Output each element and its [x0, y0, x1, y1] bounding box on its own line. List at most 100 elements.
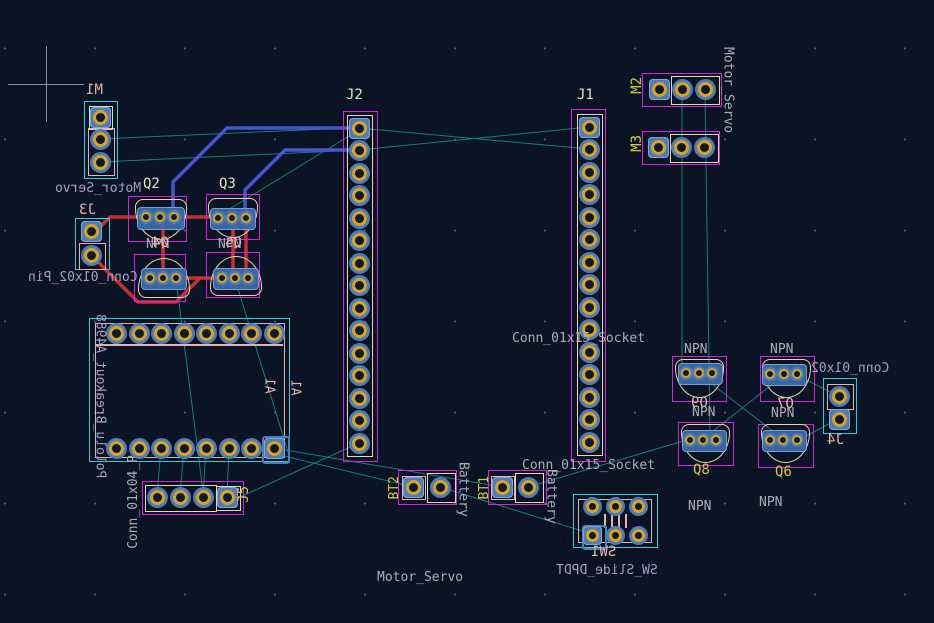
- pad-Q6-2[interactable]: [776, 433, 790, 447]
- track-back-copper-1[interactable]: [243, 148, 361, 219]
- text-npn-q7-top[interactable]: NPN: [770, 342, 794, 357]
- pad-J2-13[interactable]: [348, 387, 370, 409]
- pad-Q2-1[interactable]: [139, 210, 153, 224]
- pad-J3-2[interactable]: [80, 244, 102, 266]
- pad-J1-12[interactable]: [578, 363, 600, 385]
- text-npn-standalone-right[interactable]: NPN: [759, 495, 783, 510]
- pad-A1-10[interactable]: [128, 437, 150, 459]
- pad-J1-9[interactable]: [578, 296, 600, 318]
- pad-Q8-2[interactable]: [696, 433, 710, 447]
- pad-Q3-3[interactable]: [239, 211, 253, 225]
- text-npn-q9-top[interactable]: NPN: [684, 342, 708, 357]
- text-ref-q2[interactable]: Q2: [143, 176, 160, 192]
- pad-J3-1[interactable]: [80, 220, 102, 242]
- pad-M1-1[interactable]: [89, 106, 111, 128]
- text-val-bt1[interactable]: Battery: [543, 469, 559, 524]
- text-val-conn15-lower[interactable]: Conn_01x15_Socket: [522, 458, 656, 473]
- text-ref-j3[interactable]: J3: [79, 202, 96, 218]
- pad-J5-2[interactable]: [169, 486, 191, 508]
- pad-BT1-1[interactable]: [491, 476, 513, 498]
- pad-Q6-1[interactable]: [763, 433, 777, 447]
- text-val-a1-outer[interactable]: A1: [287, 380, 303, 396]
- text-ref-j2[interactable]: J2: [346, 87, 363, 103]
- text-val-j3[interactable]: Conn_01x02_Pin: [28, 270, 138, 285]
- pad-J4-1[interactable]: [828, 385, 850, 407]
- pad-A1-4[interactable]: [173, 322, 195, 344]
- pad-Q5-1[interactable]: [215, 271, 229, 285]
- pad-A1-7[interactable]: [240, 322, 262, 344]
- pad-J2-2[interactable]: [348, 139, 370, 161]
- pad-J1-5[interactable]: [578, 206, 600, 228]
- text-npn-standalone-left[interactable]: NPN: [688, 499, 712, 514]
- pad-SW1-5[interactable]: [605, 525, 625, 545]
- pad-Q4-1[interactable]: [143, 271, 157, 285]
- pad-A1-16[interactable]: [263, 437, 285, 459]
- pad-J2-5[interactable]: [348, 207, 370, 229]
- pad-J5-4[interactable]: [216, 486, 238, 508]
- pad-J5-1[interactable]: [146, 486, 168, 508]
- pad-J1-13[interactable]: [578, 386, 600, 408]
- text-val-j4[interactable]: Conn_01x02: [811, 361, 890, 376]
- pad-Q6-3[interactable]: [790, 433, 804, 447]
- pad-J2-10[interactable]: [348, 319, 370, 341]
- text-ref-sw1[interactable]: SW1: [591, 544, 617, 560]
- pad-Q9-2[interactable]: [692, 366, 706, 380]
- text-ref-j5[interactable]: J5: [236, 486, 252, 503]
- pad-Q9-3[interactable]: [705, 366, 719, 380]
- pad-J5-3[interactable]: [192, 486, 214, 508]
- pad-J1-4[interactable]: [578, 183, 600, 205]
- pad-A1-11[interactable]: [150, 437, 172, 459]
- text-val-sw1[interactable]: SW_Slide_DPDT: [556, 563, 658, 578]
- text-ref-q8[interactable]: Q8: [693, 462, 710, 478]
- pad-J1-2[interactable]: [578, 138, 600, 160]
- pad-M2-3[interactable]: [694, 78, 716, 100]
- text-ref-q6[interactable]: Q6: [775, 464, 792, 480]
- pad-J1-3[interactable]: [578, 161, 600, 183]
- text-npn-q5[interactable]: NPN: [218, 237, 242, 252]
- pad-Q8-3[interactable]: [709, 433, 723, 447]
- track-back-copper-0[interactable]: [171, 126, 361, 219]
- text-ref-q3[interactable]: Q3: [219, 176, 236, 192]
- text-val-m1[interactable]: Motor_Servo: [55, 181, 142, 196]
- text-ref-bt1[interactable]: BT1: [477, 476, 492, 500]
- pad-A1-12[interactable]: [173, 437, 195, 459]
- text-ref-j4[interactable]: J4: [827, 432, 844, 448]
- pad-SW1-6[interactable]: [628, 525, 648, 545]
- pad-SW1-2[interactable]: [605, 496, 625, 516]
- pad-J2-6[interactable]: [348, 229, 370, 251]
- pad-J2-11[interactable]: [348, 342, 370, 364]
- text-ref-j1[interactable]: J1: [577, 87, 594, 103]
- pad-Q9-1[interactable]: [679, 366, 693, 380]
- pad-J1-7[interactable]: [578, 251, 600, 273]
- pad-J1-15[interactable]: [578, 431, 600, 453]
- pad-BT2-1[interactable]: [402, 476, 424, 498]
- pad-BT1-2[interactable]: [517, 476, 539, 498]
- pad-M2-1[interactable]: [648, 78, 670, 100]
- pad-J1-14[interactable]: [578, 408, 600, 430]
- pad-J1-1[interactable]: [578, 116, 600, 138]
- pad-M3-3[interactable]: [693, 136, 715, 158]
- text-ref-m3[interactable]: M3: [629, 135, 645, 152]
- pad-A1-1[interactable]: [105, 322, 127, 344]
- pad-J1-11[interactable]: [578, 341, 600, 363]
- pad-Q5-2[interactable]: [228, 271, 242, 285]
- pad-BT2-2[interactable]: [429, 476, 451, 498]
- pad-Q4-2[interactable]: [156, 271, 170, 285]
- text-val-bt2[interactable]: Battery: [455, 462, 471, 517]
- pad-J2-3[interactable]: [348, 162, 370, 184]
- pad-Q2-2[interactable]: [153, 210, 167, 224]
- pad-J2-7[interactable]: [348, 252, 370, 274]
- pad-M1-3[interactable]: [89, 151, 111, 173]
- text-ref-q5[interactable]: Q5: [225, 235, 242, 251]
- pad-M1-2[interactable]: [89, 128, 111, 150]
- pad-J2-8[interactable]: [348, 274, 370, 296]
- text-val-motor-servo-bottom[interactable]: Motor_Servo: [377, 570, 464, 585]
- text-ref-bt2[interactable]: BT2: [387, 476, 402, 500]
- pad-Q2-3[interactable]: [167, 210, 181, 224]
- pad-A1-15[interactable]: [240, 437, 262, 459]
- pad-J2-14[interactable]: [348, 409, 370, 431]
- pad-J2-9[interactable]: [348, 297, 370, 319]
- pad-M2-2[interactable]: [671, 78, 693, 100]
- pad-J2-15[interactable]: [348, 432, 370, 454]
- pad-A1-8[interactable]: [263, 322, 285, 344]
